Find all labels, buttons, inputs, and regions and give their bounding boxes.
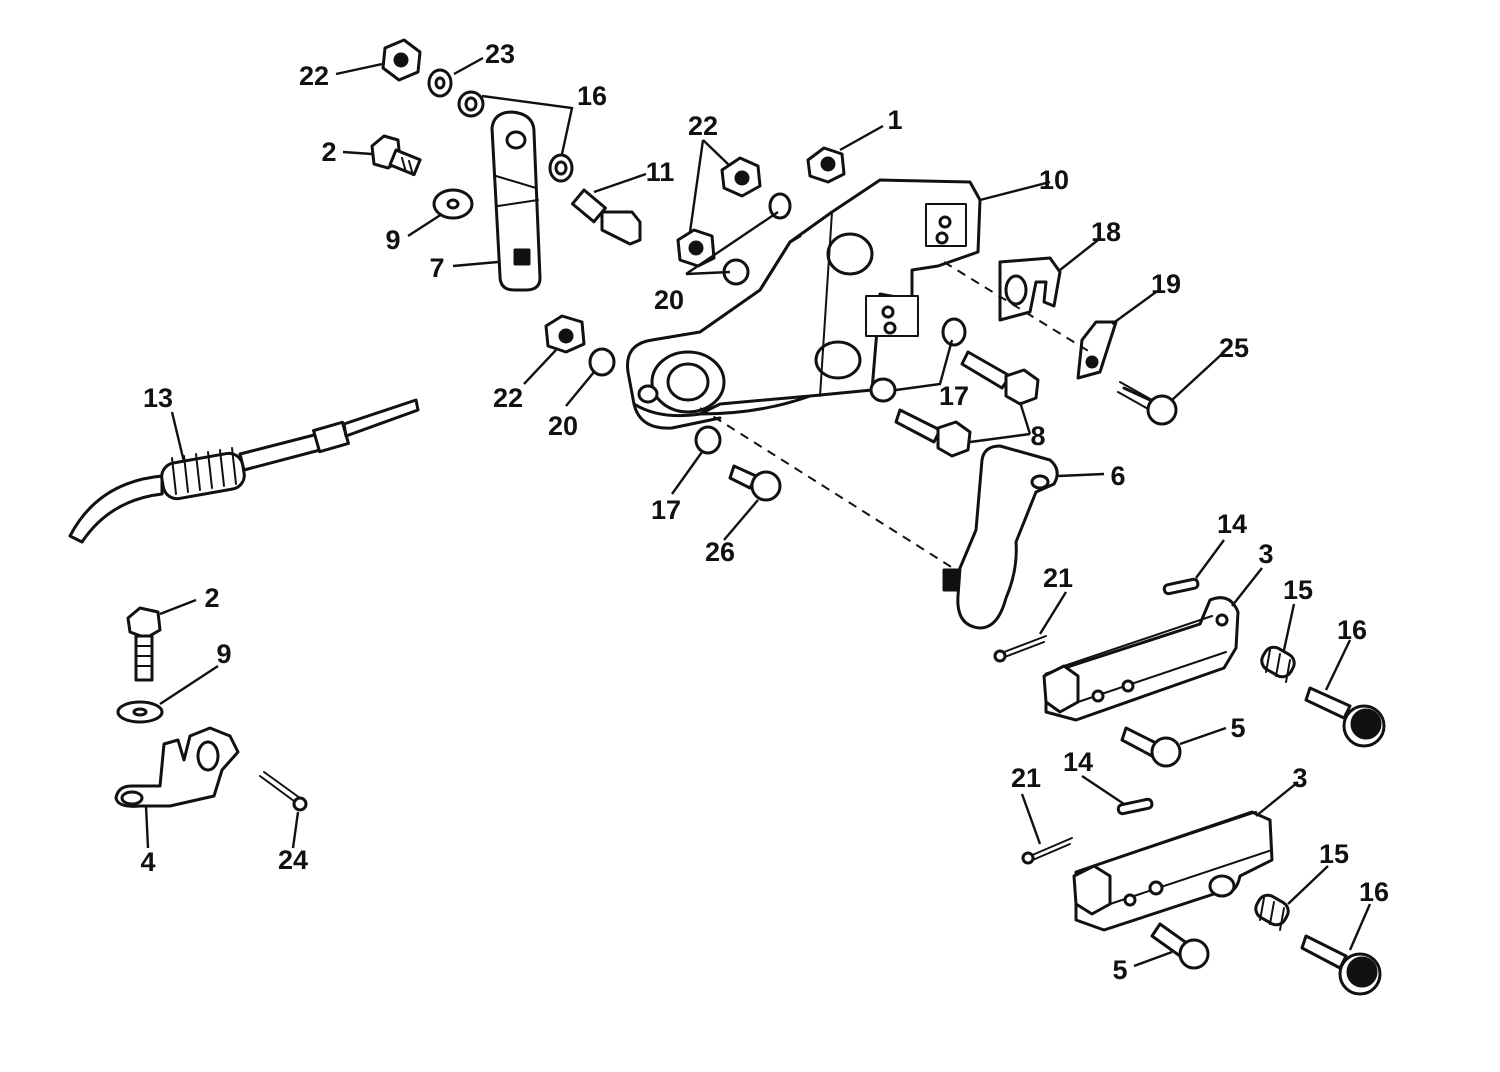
stud-11 — [570, 188, 642, 246]
callout-2: 2 — [204, 583, 219, 613]
lever-6 — [942, 444, 1059, 630]
lever-7 — [490, 110, 542, 292]
cable-13 — [68, 398, 420, 544]
bolt-26 — [728, 464, 782, 502]
callout-16: 16 — [1337, 615, 1367, 645]
callout-22: 22 — [299, 61, 329, 91]
hex-nut-22-left — [544, 314, 586, 354]
spring-15-upper — [1260, 645, 1296, 683]
callout-20: 20 — [548, 411, 578, 441]
spacer-12-lower — [548, 153, 574, 183]
assembly-lines — [699, 261, 1091, 571]
bolt-2-lower — [126, 606, 162, 682]
callout-8: 8 — [1030, 421, 1045, 451]
pin-5-upper — [1120, 726, 1182, 768]
washer-9-upper — [432, 188, 474, 220]
callout-18: 18 — [1091, 217, 1121, 247]
callout-22: 22 — [688, 111, 718, 141]
callout-25: 25 — [1219, 333, 1249, 363]
pin-14-lower — [1116, 797, 1154, 816]
clip-19 — [1076, 320, 1118, 380]
callout-1: 1 — [887, 105, 902, 135]
washer-9-lower — [116, 700, 164, 724]
cotter-pin-24 — [259, 771, 308, 812]
callout-6: 6 — [1110, 461, 1125, 491]
bolt-8-upper — [960, 350, 1040, 406]
washer-17-right-lower — [869, 377, 897, 403]
callout-23: 23 — [485, 39, 515, 69]
callout-11: 11 — [646, 157, 675, 187]
callout-26: 26 — [705, 537, 735, 567]
washer-17-right-upper — [941, 317, 967, 347]
bolt-2-upper — [370, 134, 422, 177]
callout-19: 19 — [1151, 269, 1181, 299]
callout-20: 20 — [654, 285, 684, 315]
pin-5-lower — [1150, 922, 1210, 970]
clip-18 — [998, 256, 1062, 322]
callout-21: 21 — [1043, 563, 1073, 593]
cotter-pin-21-upper — [993, 635, 1047, 663]
callout-24: 24 — [278, 845, 308, 875]
cotter-pin-21-lower — [1021, 837, 1073, 865]
leader-lines — [144, 56, 1372, 968]
callout-16: 16 — [1359, 877, 1389, 907]
callout-labels: 22 23 16 2 9 7 11 22 1 10 18 19 25 20 22… — [140, 39, 1389, 985]
pin-14-upper — [1162, 577, 1200, 596]
callout-5: 5 — [1230, 713, 1245, 743]
callout-10: 10 — [1039, 165, 1069, 195]
callout-12: 16 — [577, 81, 607, 111]
callout-2: 2 — [321, 137, 336, 167]
callout-17: 17 — [939, 381, 969, 411]
washer-20-left — [588, 347, 616, 377]
bracket-4 — [114, 726, 240, 808]
screw-25 — [1117, 381, 1178, 426]
callout-13: 13 — [143, 383, 173, 413]
washer-17-lower — [694, 425, 722, 455]
hex-nut-22-top — [381, 38, 422, 82]
handle-tube-3-upper — [1042, 596, 1240, 722]
spring-15-lower — [1254, 893, 1290, 931]
knob-pin-16-lower — [1300, 934, 1382, 996]
callout-9: 9 — [216, 639, 231, 669]
bolt-8-lower — [894, 408, 972, 458]
handle-tube-3-lower — [1072, 810, 1274, 932]
callout-15: 15 — [1319, 839, 1349, 869]
washer-23 — [427, 68, 453, 98]
knob-pin-16-upper — [1304, 686, 1386, 748]
callout-3: 3 — [1258, 539, 1273, 569]
callout-5: 5 — [1112, 955, 1127, 985]
washer-20-upper — [768, 192, 792, 220]
hex-nut-22-mid-upper — [720, 156, 762, 198]
callout-4: 4 — [140, 847, 155, 877]
callout-14: 14 — [1063, 747, 1093, 777]
callout-3: 3 — [1292, 763, 1307, 793]
callout-22: 22 — [493, 383, 523, 413]
callout-15: 15 — [1283, 575, 1313, 605]
callout-21: 21 — [1011, 763, 1041, 793]
hex-nut-22-mid-lower — [676, 228, 716, 268]
hex-nut-1 — [806, 146, 846, 184]
spacer-12-upper — [457, 90, 485, 118]
callout-14: 14 — [1217, 509, 1247, 539]
callout-9: 9 — [385, 225, 400, 255]
bracket-10 — [626, 178, 982, 430]
callout-17: 17 — [651, 495, 681, 525]
callout-7: 7 — [429, 253, 444, 283]
